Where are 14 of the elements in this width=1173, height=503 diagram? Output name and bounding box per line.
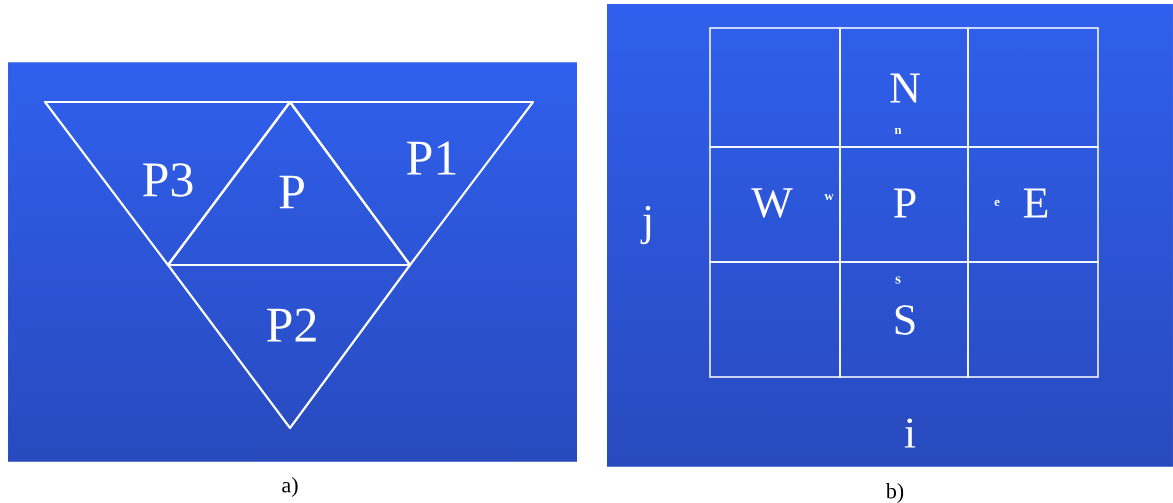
grid-cell: N n <box>839 27 969 148</box>
axis-label: j <box>640 205 651 245</box>
grid-cell: e E <box>967 146 1099 263</box>
grid-cell: P <box>839 146 969 263</box>
grid-cell <box>967 261 1099 378</box>
grid-cell <box>709 27 841 148</box>
panel-caption: a) <box>282 477 298 497</box>
grid-cell: s S <box>839 261 969 378</box>
triangle-cell: P2 <box>166 263 412 430</box>
grid-cell <box>967 27 1099 148</box>
grid-cell <box>709 261 841 378</box>
grid-cell: W w <box>709 146 841 263</box>
axis-label: i <box>904 418 916 448</box>
panel-caption: b) <box>885 483 904 503</box>
